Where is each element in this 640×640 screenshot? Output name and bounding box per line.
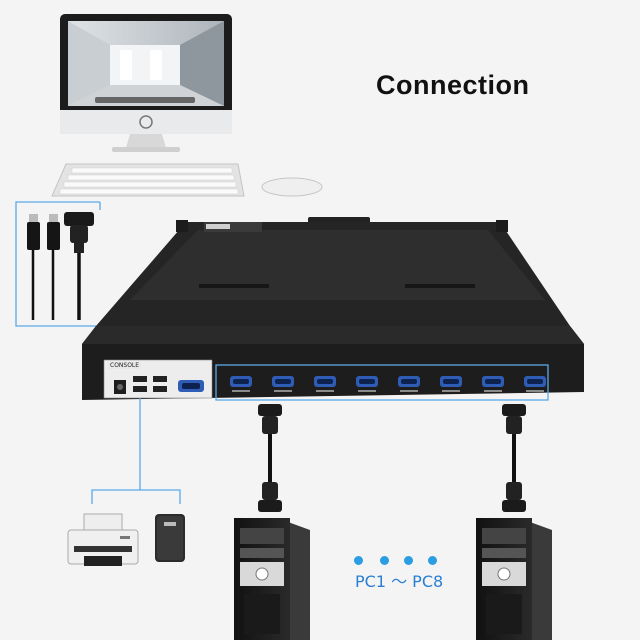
page-title: Connection [376,70,530,100]
vga-connector-icon [64,212,94,320]
vga-port-label-mark [484,390,502,392]
pc-tower-icon [234,518,310,640]
vga-port-socket [527,379,543,384]
keyboard-icon [51,163,245,197]
kvm-switch-unit [82,217,584,400]
indicator-dot [354,556,363,565]
vga-cable-icon [502,404,526,512]
pc-range-label: PC1 ～ PC8 [355,572,444,591]
vga-port-socket [485,379,501,384]
vga-port-label-mark [274,390,292,392]
vga-port-socket [359,379,375,384]
vga-port-label-mark [526,390,544,392]
pc-ports-outline [215,364,549,401]
usb-connector-icon [27,214,40,320]
indicator-dot [404,556,413,565]
vga-cable-icon [258,404,282,512]
vga-port-socket [443,379,459,384]
external-drive-icon [155,514,185,562]
vga-port-socket [317,379,333,384]
mouse-icon [261,177,323,197]
pc-vga-ports [230,376,546,392]
vga-port-label-mark [316,390,334,392]
monitor-icon [60,14,232,152]
vga-port-label-mark [358,390,376,392]
indicator-dot [428,556,437,565]
vga-port-socket [401,379,417,384]
vga-port-label-mark [442,390,460,392]
vga-port-label-mark [400,390,418,392]
vga-port-socket [233,379,249,384]
printer-icon [67,513,139,566]
console-label: CONSOLE [108,362,142,369]
usb-connector-icon [47,214,60,320]
vga-port-socket [275,379,291,384]
vga-port-label-mark [232,390,250,392]
peripheral-cable-outline [91,398,181,504]
indicator-dot [380,556,389,565]
pc-tower-icon [476,518,552,640]
